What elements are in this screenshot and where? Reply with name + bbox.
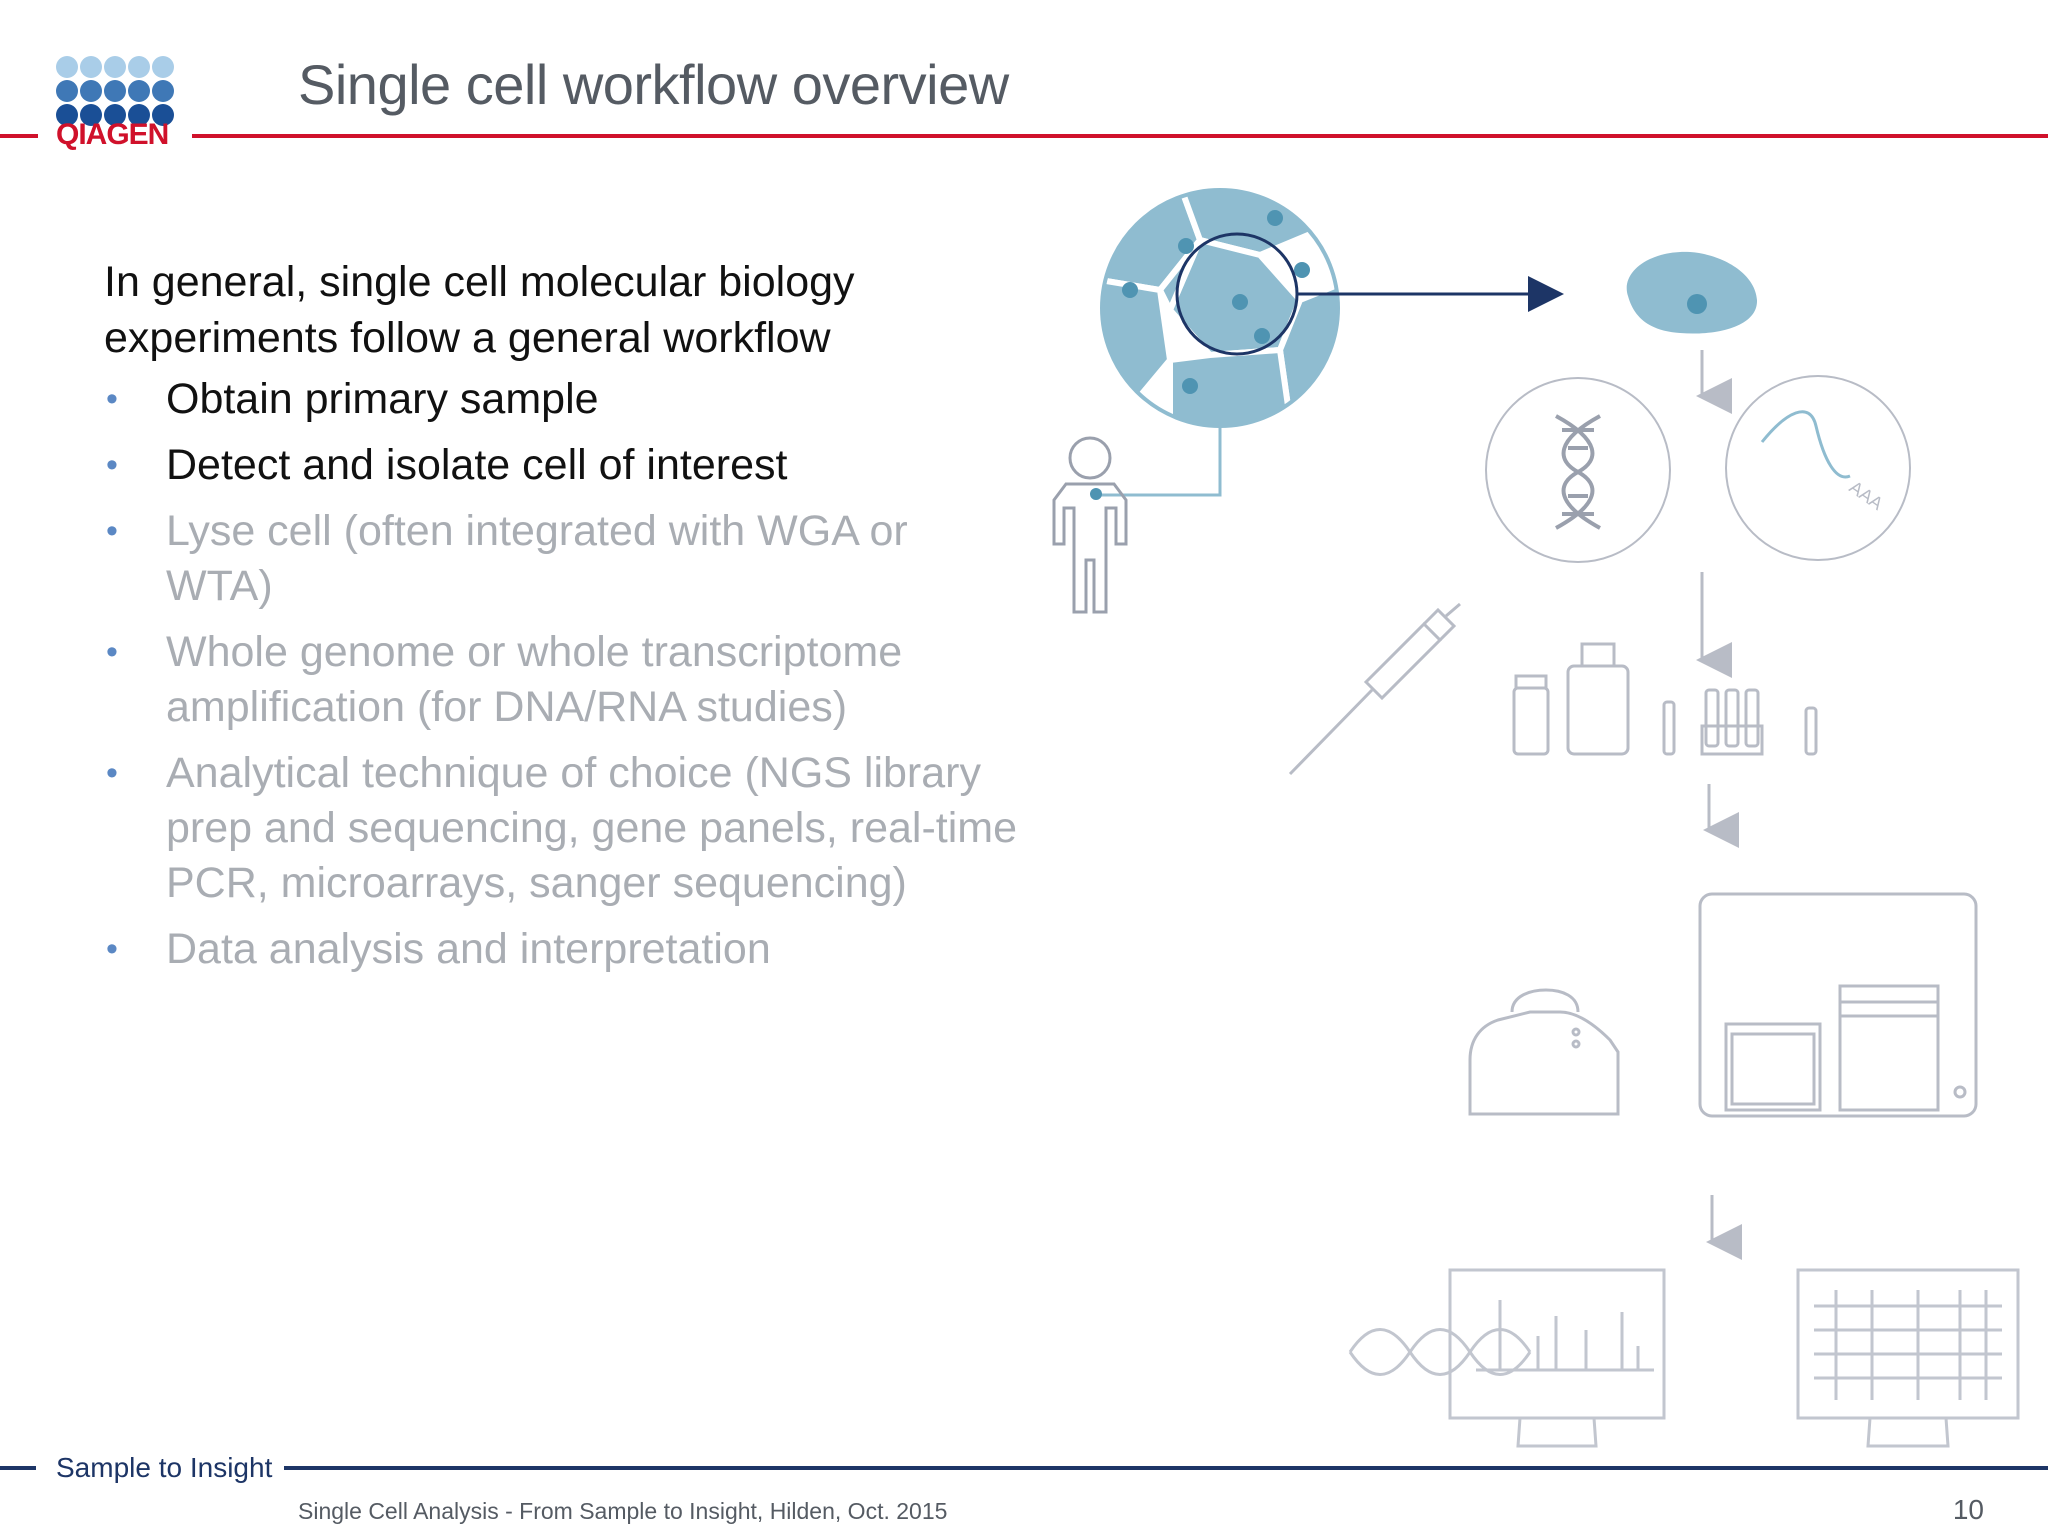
bullet-data-analysis: • Data analysis and interpretation bbox=[104, 922, 1024, 977]
bullet-dot: • bbox=[106, 380, 118, 418]
bullet-dot: • bbox=[106, 754, 118, 792]
sequencer-icon bbox=[1698, 892, 1978, 1118]
thermal-cycler-icon bbox=[1468, 988, 1620, 1116]
slide-title: Single cell workflow overview bbox=[298, 53, 1009, 116]
header-rule-right bbox=[192, 134, 2048, 138]
tubes-icon bbox=[1662, 688, 1818, 756]
tagline: Sample to Insight bbox=[56, 1452, 273, 1483]
person-icon bbox=[1052, 436, 1128, 614]
bullet-dot: • bbox=[106, 633, 118, 671]
single-cell-icon bbox=[1626, 251, 1758, 334]
intro-line-1: In general, single cell molecular biolog… bbox=[104, 258, 855, 306]
bullet-amplification: • Whole genome or whole transcriptome am… bbox=[104, 625, 1024, 735]
intro-text: In general, single cell molecular biolog… bbox=[104, 254, 1004, 366]
bullet-isolate-cell: • Detect and isolate cell of interest bbox=[104, 438, 1024, 493]
pipette-icon bbox=[1288, 602, 1461, 776]
dna-icon bbox=[1485, 377, 1671, 563]
footer-text: Single Cell Analysis - From Sample to In… bbox=[298, 1498, 948, 1524]
bullet-dot: • bbox=[106, 930, 118, 968]
bullet-dot: • bbox=[106, 446, 118, 484]
mrna-label: AAA bbox=[1846, 477, 1887, 514]
footer-rule-left bbox=[0, 1466, 36, 1470]
footer-rule-right bbox=[284, 1466, 2048, 1470]
reagent-bottles-icon bbox=[1512, 642, 1630, 756]
bullet-text: Data analysis and interpretation bbox=[166, 925, 771, 973]
logo-wordmark: QIAGEN bbox=[56, 118, 169, 151]
bullet-text: Analytical technique of choice (NGS libr… bbox=[166, 749, 1018, 907]
bullet-dot: • bbox=[106, 512, 118, 550]
bullet-analytical-technique: • Analytical technique of choice (NGS li… bbox=[104, 746, 1024, 911]
microarray-monitor-icon bbox=[1796, 1268, 2020, 1448]
mrna-icon: AAA bbox=[1725, 375, 1911, 561]
qiagen-logo: QIAGEN bbox=[54, 52, 184, 152]
intro-line-2: experiments follow a general workflow bbox=[104, 314, 831, 362]
header-rule-left bbox=[0, 134, 38, 138]
bullet-text: Whole genome or whole transcriptome ampl… bbox=[166, 628, 903, 731]
bullet-obtain-sample: • Obtain primary sample bbox=[104, 372, 1024, 427]
page-number: 10 bbox=[1952, 1494, 1984, 1525]
bullet-lyse-cell: • Lyse cell (often integrated with WGA o… bbox=[104, 504, 1024, 614]
bullet-text: Detect and isolate cell of interest bbox=[166, 441, 788, 489]
sequencing-monitor-icon bbox=[1348, 1268, 1666, 1448]
bullet-text: Obtain primary sample bbox=[166, 375, 599, 423]
bullet-text: Lyse cell (often integrated with WGA or … bbox=[166, 507, 908, 610]
workflow-bullet-list: • Obtain primary sample • Detect and iso… bbox=[104, 372, 1024, 988]
